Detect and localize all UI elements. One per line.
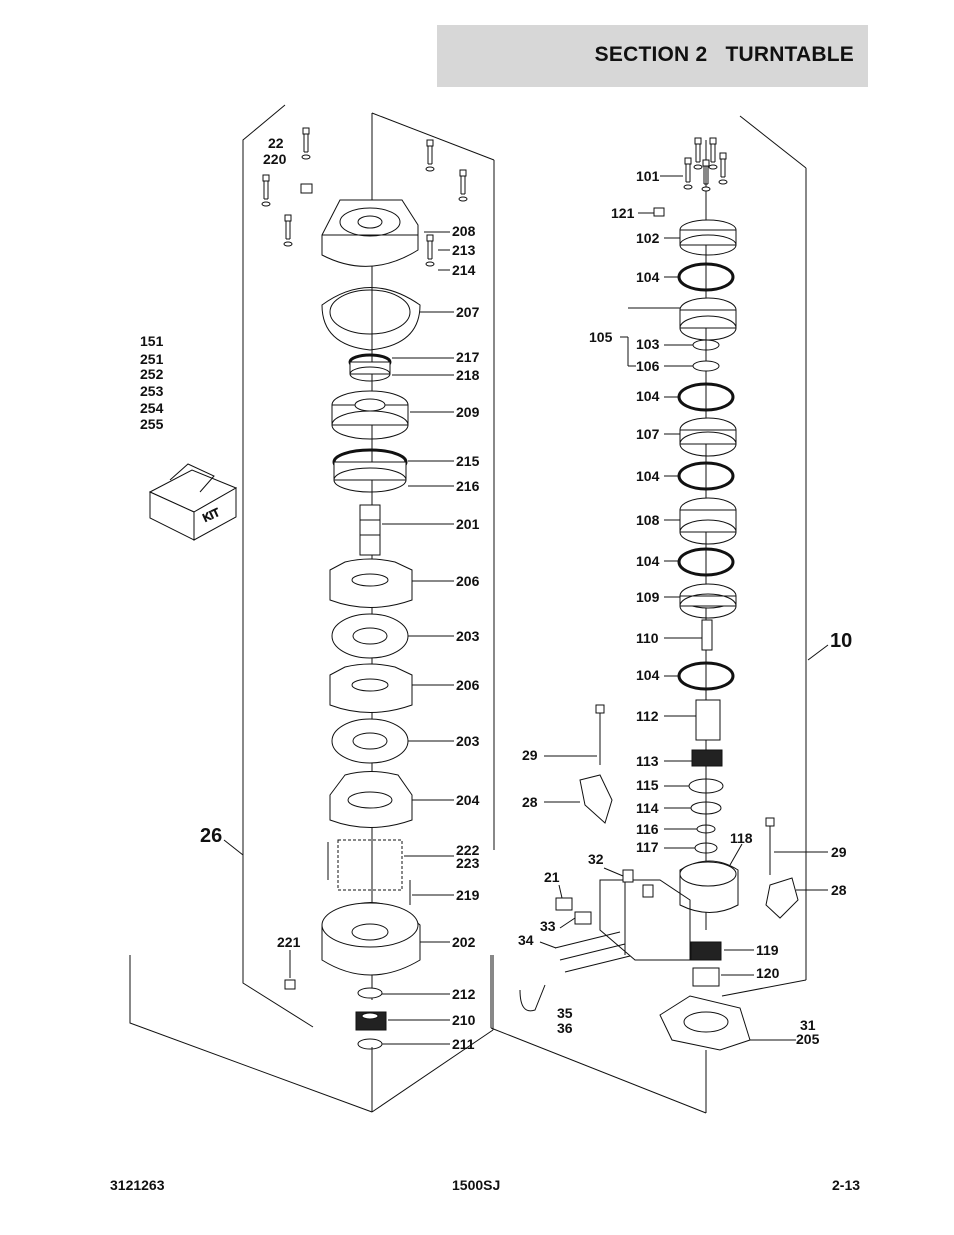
section-header: SECTION 2 TURNTABLE (437, 25, 868, 87)
section-title: SECTION 2 TURNTABLE (594, 43, 854, 66)
callout-118: 118 (730, 830, 753, 846)
leader-lines (223, 175, 829, 1045)
motor-assembly-frame (490, 115, 807, 1114)
callout-203-a: 203 (456, 628, 480, 644)
callout-252: 252 (140, 366, 164, 382)
callout-116: 116 (636, 821, 659, 837)
callout-251: 251 (140, 351, 164, 367)
callout-206-b: 206 (456, 677, 480, 693)
callout-113: 113 (636, 753, 659, 769)
callout-210: 210 (452, 1012, 476, 1028)
callout-203-b: 203 (456, 733, 480, 749)
callout-204: 204 (456, 792, 480, 808)
callout-104-a: 104 (636, 269, 660, 285)
callout-33: 33 (540, 918, 556, 934)
motor-parts (519, 137, 799, 1051)
brake-assembly-frame (129, 104, 495, 1113)
callout-209: 209 (456, 404, 480, 420)
callout-108: 108 (636, 512, 660, 528)
callout-104-c: 104 (636, 468, 660, 484)
callout-212: 212 (452, 986, 476, 1002)
callout-109: 109 (636, 589, 660, 605)
callout-219: 219 (456, 887, 480, 903)
callout-assembly-10: 10 (830, 630, 852, 652)
callout-202: 202 (452, 934, 476, 950)
callout-36: 36 (557, 1020, 573, 1036)
callout-218: 218 (456, 367, 480, 383)
callout-115: 115 (636, 777, 659, 793)
callout-223: 223 (456, 855, 480, 871)
callout-101: 101 (636, 168, 660, 184)
callout-119: 119 (756, 942, 779, 958)
callout-28-a: 28 (522, 794, 538, 810)
callout-110: 110 (636, 630, 659, 646)
callout-labels: 26 10 151 251 252 253 254 255 22 220 208… (140, 135, 852, 1052)
callout-104-b: 104 (636, 388, 660, 404)
callout-21: 21 (544, 869, 560, 885)
callout-151: 151 (140, 333, 164, 349)
callout-220: 220 (263, 151, 287, 167)
kit-box: KIT (148, 463, 238, 541)
callout-121: 121 (611, 205, 635, 221)
callout-201: 201 (456, 516, 480, 532)
callout-120: 120 (756, 965, 780, 981)
callout-28-b: 28 (831, 882, 847, 898)
callout-211: 211 (452, 1036, 475, 1052)
callout-103: 103 (636, 336, 660, 352)
callout-206-a: 206 (456, 573, 480, 589)
callout-213: 213 (452, 242, 476, 258)
callout-32: 32 (588, 851, 604, 867)
callout-29-b: 29 (831, 844, 847, 860)
callout-214: 214 (452, 262, 476, 278)
callout-253: 253 (140, 383, 164, 399)
callout-29-a: 29 (522, 747, 538, 763)
callout-255: 255 (140, 416, 164, 432)
callout-35: 35 (557, 1005, 573, 1021)
callout-107: 107 (636, 426, 660, 442)
callout-117: 117 (636, 839, 659, 855)
callout-31: 31 (800, 1017, 816, 1033)
footer-model: 1500SJ (452, 1177, 501, 1193)
callout-112: 112 (636, 708, 659, 724)
callout-207: 207 (456, 304, 480, 320)
callout-106: 106 (636, 358, 660, 374)
callout-208: 208 (452, 223, 476, 239)
callout-assembly-26: 26 (200, 825, 222, 847)
callout-102: 102 (636, 230, 660, 246)
callout-34: 34 (518, 932, 534, 948)
callout-104-e: 104 (636, 667, 660, 683)
callout-104-d: 104 (636, 553, 660, 569)
callout-114: 114 (636, 800, 659, 816)
callout-22: 22 (268, 135, 284, 151)
footer-page-number: 2-13 (832, 1177, 861, 1193)
callout-205: 205 (796, 1031, 820, 1047)
callout-217: 217 (456, 349, 480, 365)
callout-221: 221 (277, 934, 301, 950)
callout-222: 222 (456, 842, 480, 858)
callout-216: 216 (456, 478, 480, 494)
callout-254: 254 (140, 400, 164, 416)
brake-parts (261, 127, 468, 1050)
callout-215: 215 (456, 453, 480, 469)
footer-doc-number: 3121263 (110, 1177, 165, 1193)
callout-105: 105 (589, 329, 613, 345)
